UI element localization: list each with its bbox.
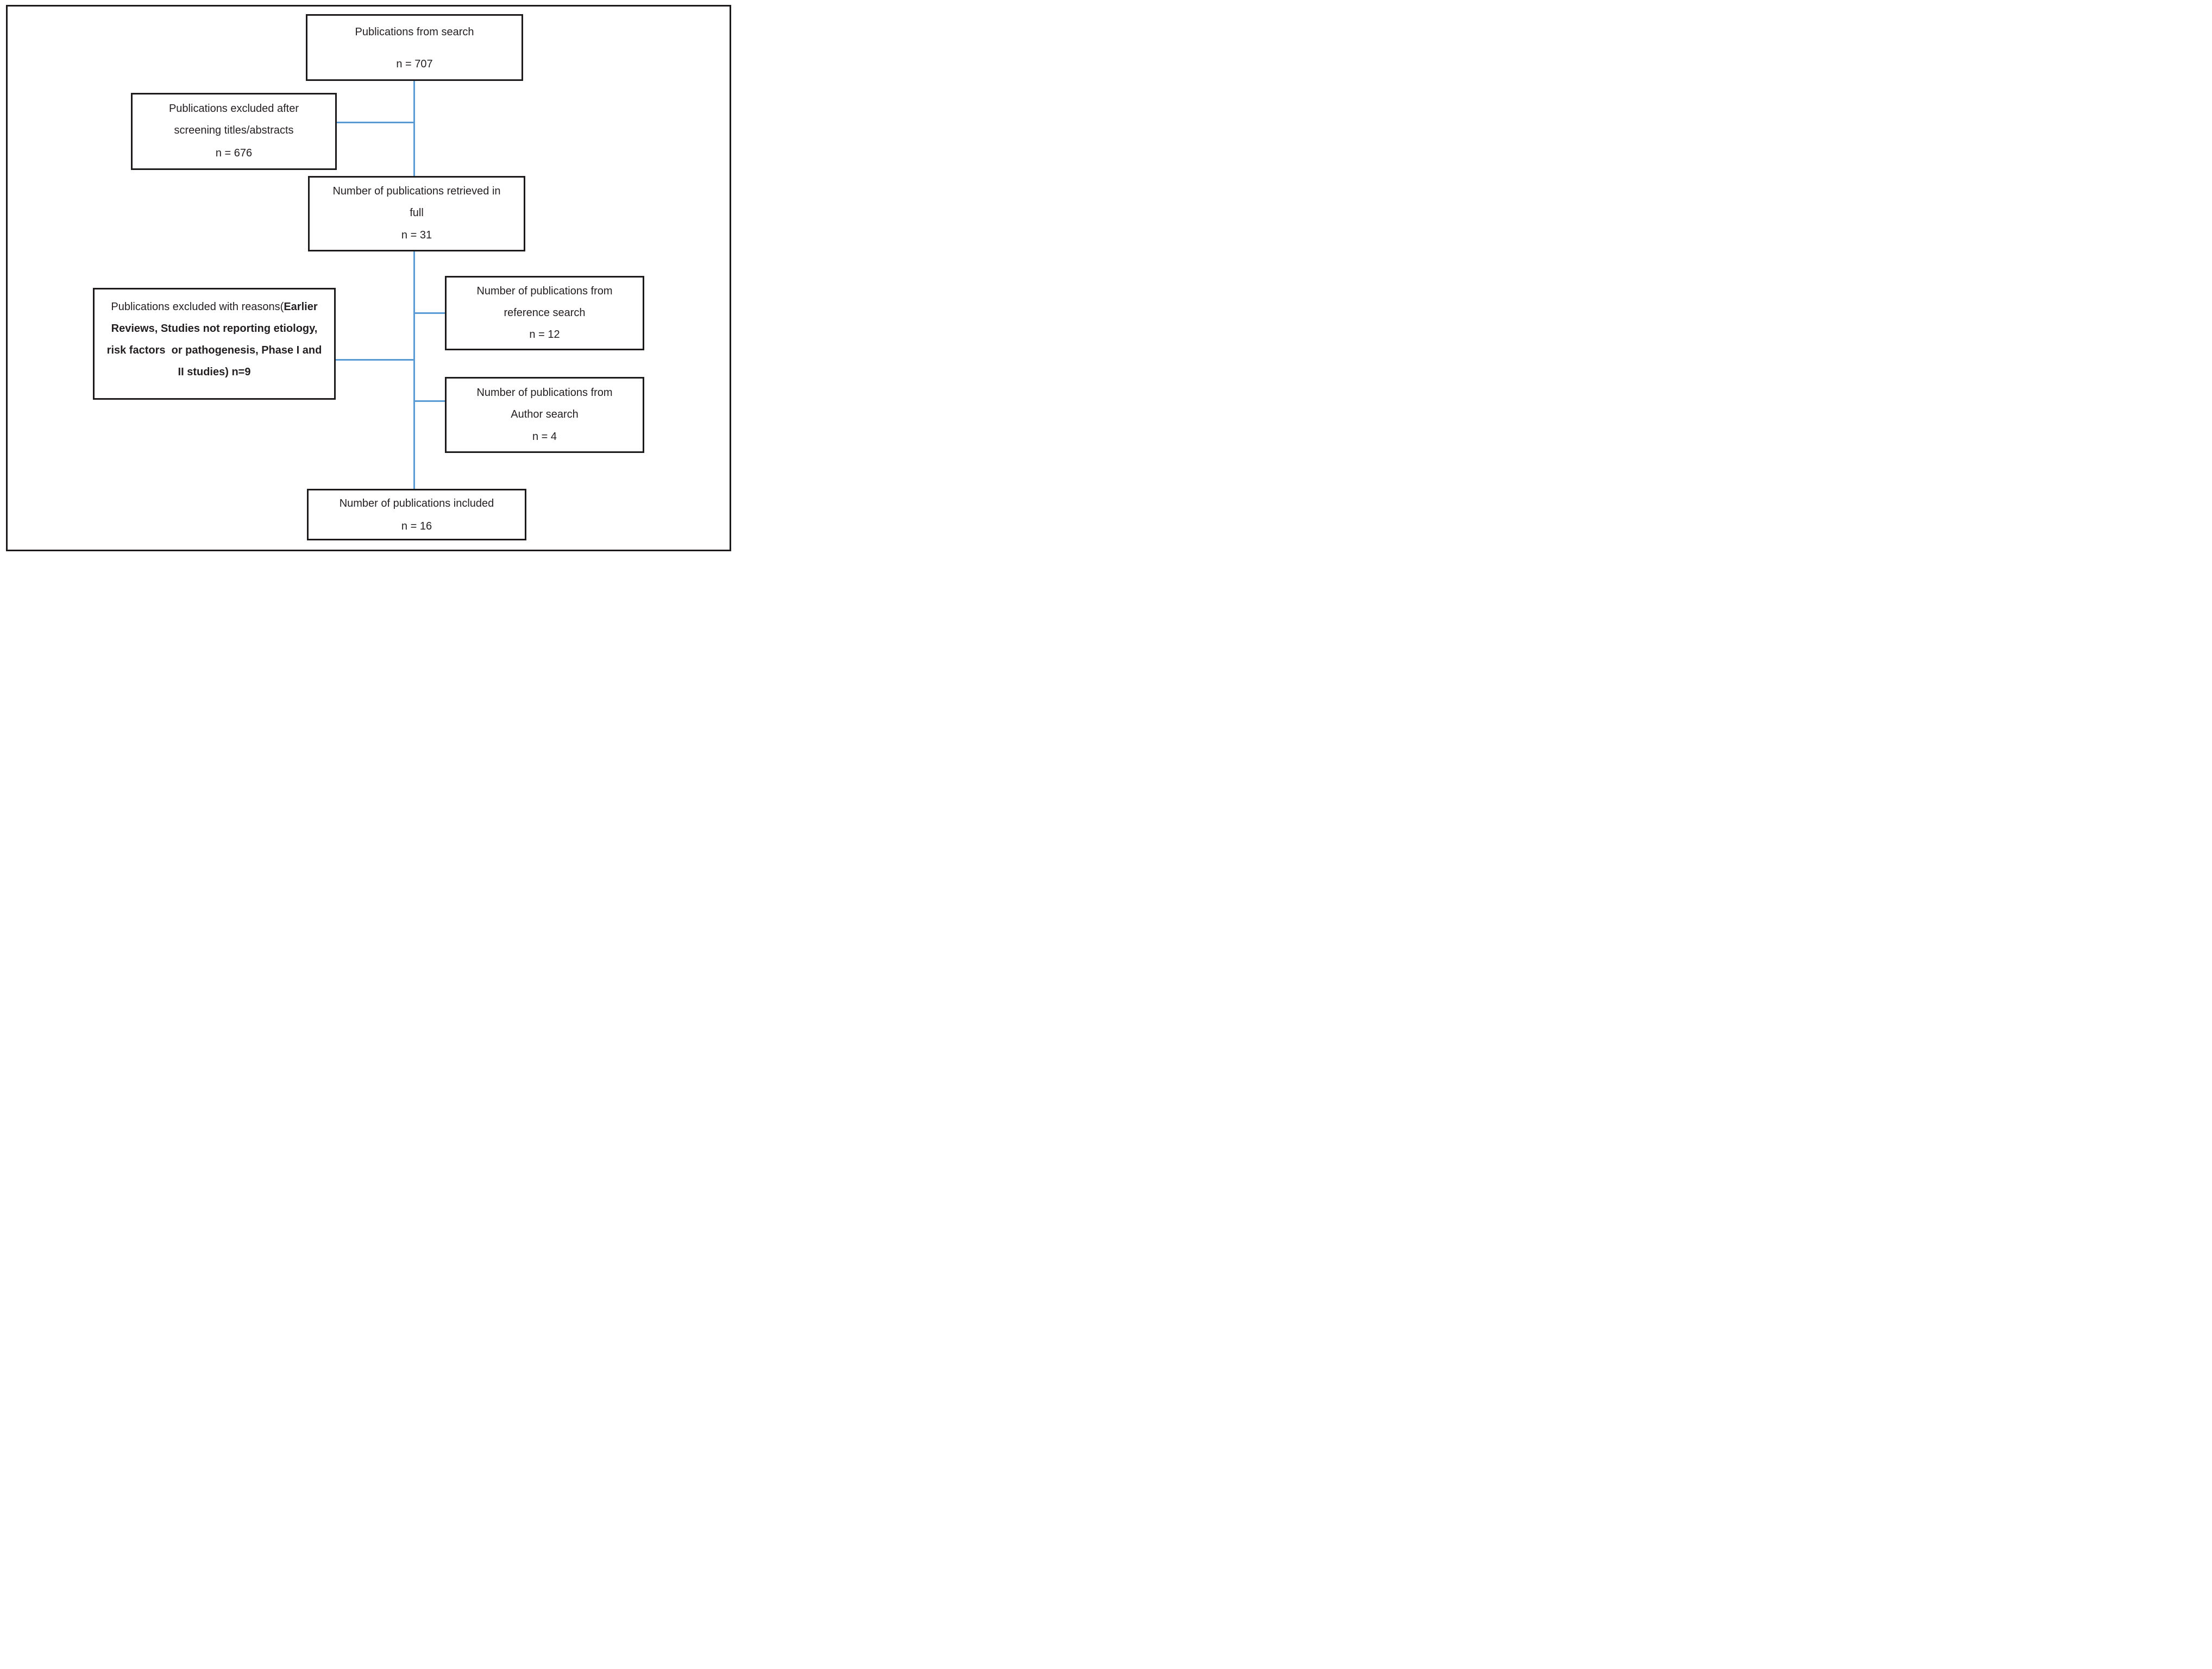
box-title: Publications from search bbox=[355, 26, 474, 38]
box-count: n = 31 bbox=[401, 229, 432, 241]
connector-branch-excluded-screening bbox=[337, 122, 415, 123]
box-title: Number of publications included bbox=[339, 497, 494, 509]
box-title: Number of publications from Author searc… bbox=[476, 387, 613, 420]
flow-box-excluded-after-screening: Publications excluded after screening ti… bbox=[131, 93, 337, 170]
box-title: Number of publications from reference se… bbox=[476, 285, 613, 319]
connector-branch-author-search bbox=[413, 400, 447, 402]
flow-box-retrieved-in-full: Number of publications retrieved in full… bbox=[308, 176, 525, 251]
reasons-regular-text: Publications excluded with reasons( bbox=[111, 301, 284, 313]
flow-box-publications-from-search: Publications from search n = 707 bbox=[306, 14, 523, 81]
flow-box-author-search: Number of publications from Author searc… bbox=[445, 377, 644, 453]
box-count: n = 12 bbox=[529, 329, 560, 341]
flow-box-excluded-with-reasons: Publications excluded with reasons(Earli… bbox=[93, 288, 336, 400]
flow-diagram: Publications from search n = 707 Publica… bbox=[0, 0, 737, 556]
box-title: Publications excluded with reasons(Earli… bbox=[101, 296, 328, 383]
connector-branch-excluded-reasons bbox=[335, 359, 415, 361]
box-count: n = 16 bbox=[401, 520, 432, 532]
reasons-bold-text: Earlier Reviews, Studies not reporting e… bbox=[106, 301, 325, 378]
box-count: n = 4 bbox=[532, 431, 557, 443]
flow-box-publications-included: Number of publications included n = 16 bbox=[307, 489, 526, 540]
box-count: n = 676 bbox=[215, 147, 253, 159]
outer-frame bbox=[6, 5, 731, 551]
box-title: Publications excluded after screening ti… bbox=[168, 103, 299, 136]
box-count: n = 707 bbox=[396, 58, 433, 70]
flow-box-reference-search: Number of publications from reference se… bbox=[445, 276, 644, 350]
connector-main-spine bbox=[413, 81, 415, 489]
connector-branch-reference-search bbox=[413, 312, 447, 314]
box-title: Number of publications retrieved in full bbox=[332, 185, 501, 219]
